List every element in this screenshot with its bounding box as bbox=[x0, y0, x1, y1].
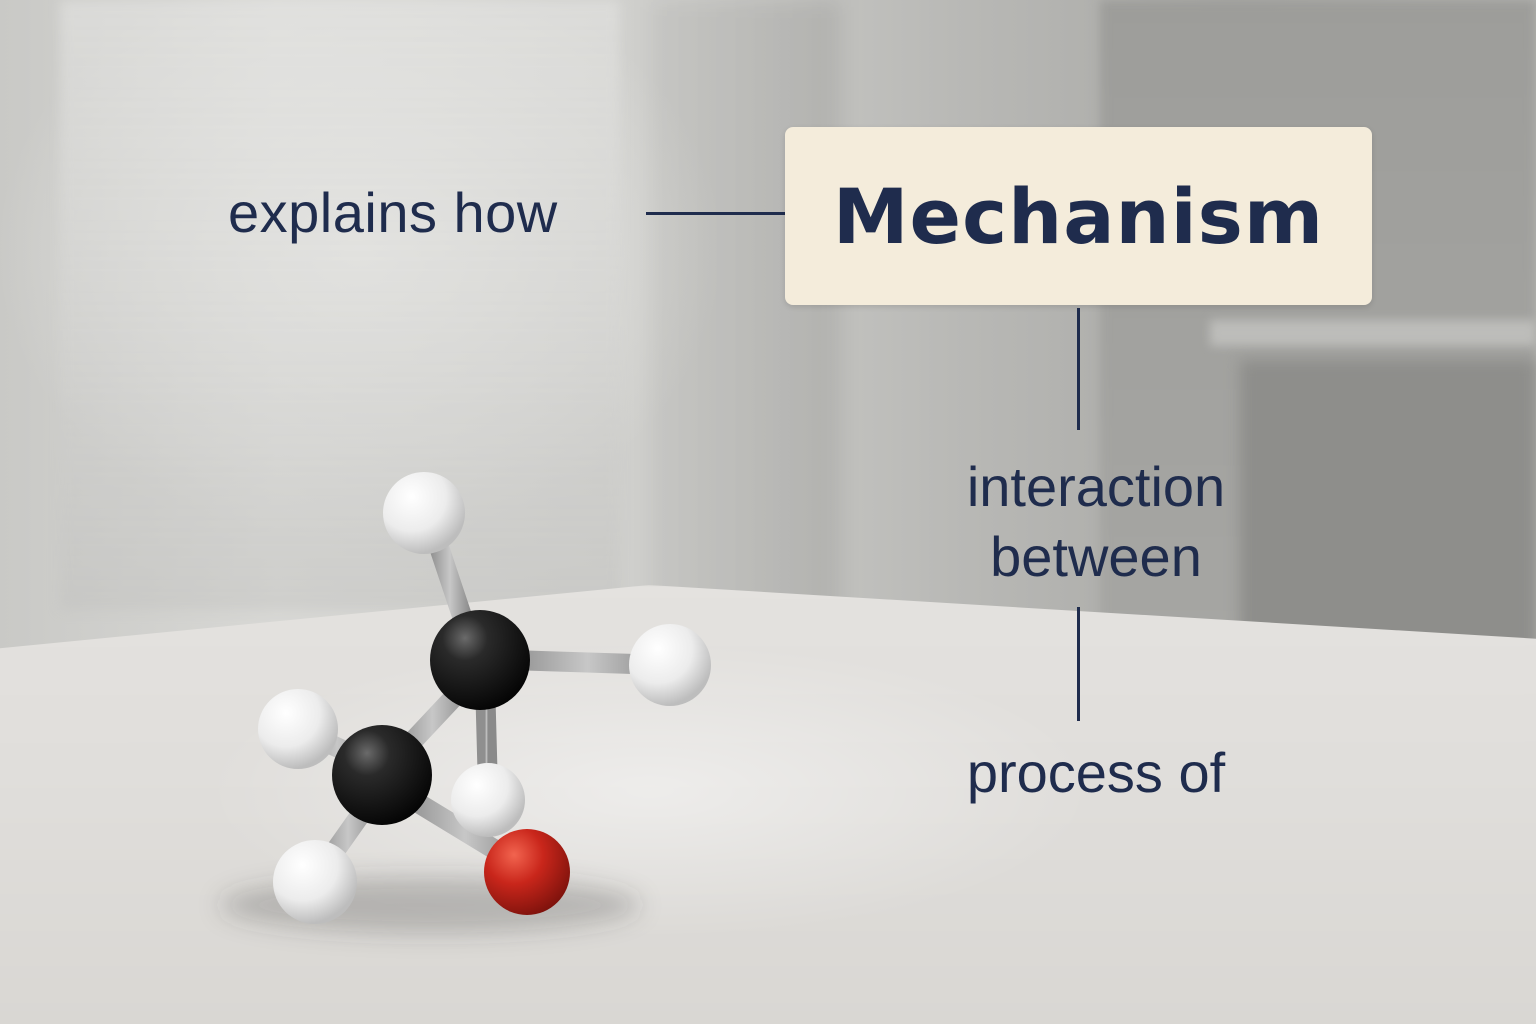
background-pillar bbox=[650, 0, 840, 640]
background-cabinet-inner bbox=[1240, 360, 1536, 660]
label-interaction-between: interaction between bbox=[966, 455, 1226, 588]
table-surface bbox=[0, 585, 1536, 1024]
label-explains-how: explains how bbox=[228, 181, 558, 244]
background-shelf bbox=[1210, 320, 1536, 346]
label-process-of: process of bbox=[966, 741, 1226, 804]
connector-line-left bbox=[646, 212, 785, 215]
mechanism-title: Mechanism bbox=[832, 171, 1325, 261]
mechanism-box: Mechanism bbox=[785, 127, 1372, 305]
connector-line-down-upper bbox=[1077, 308, 1080, 430]
connector-line-down-lower bbox=[1077, 607, 1080, 721]
background-window bbox=[60, 0, 620, 610]
